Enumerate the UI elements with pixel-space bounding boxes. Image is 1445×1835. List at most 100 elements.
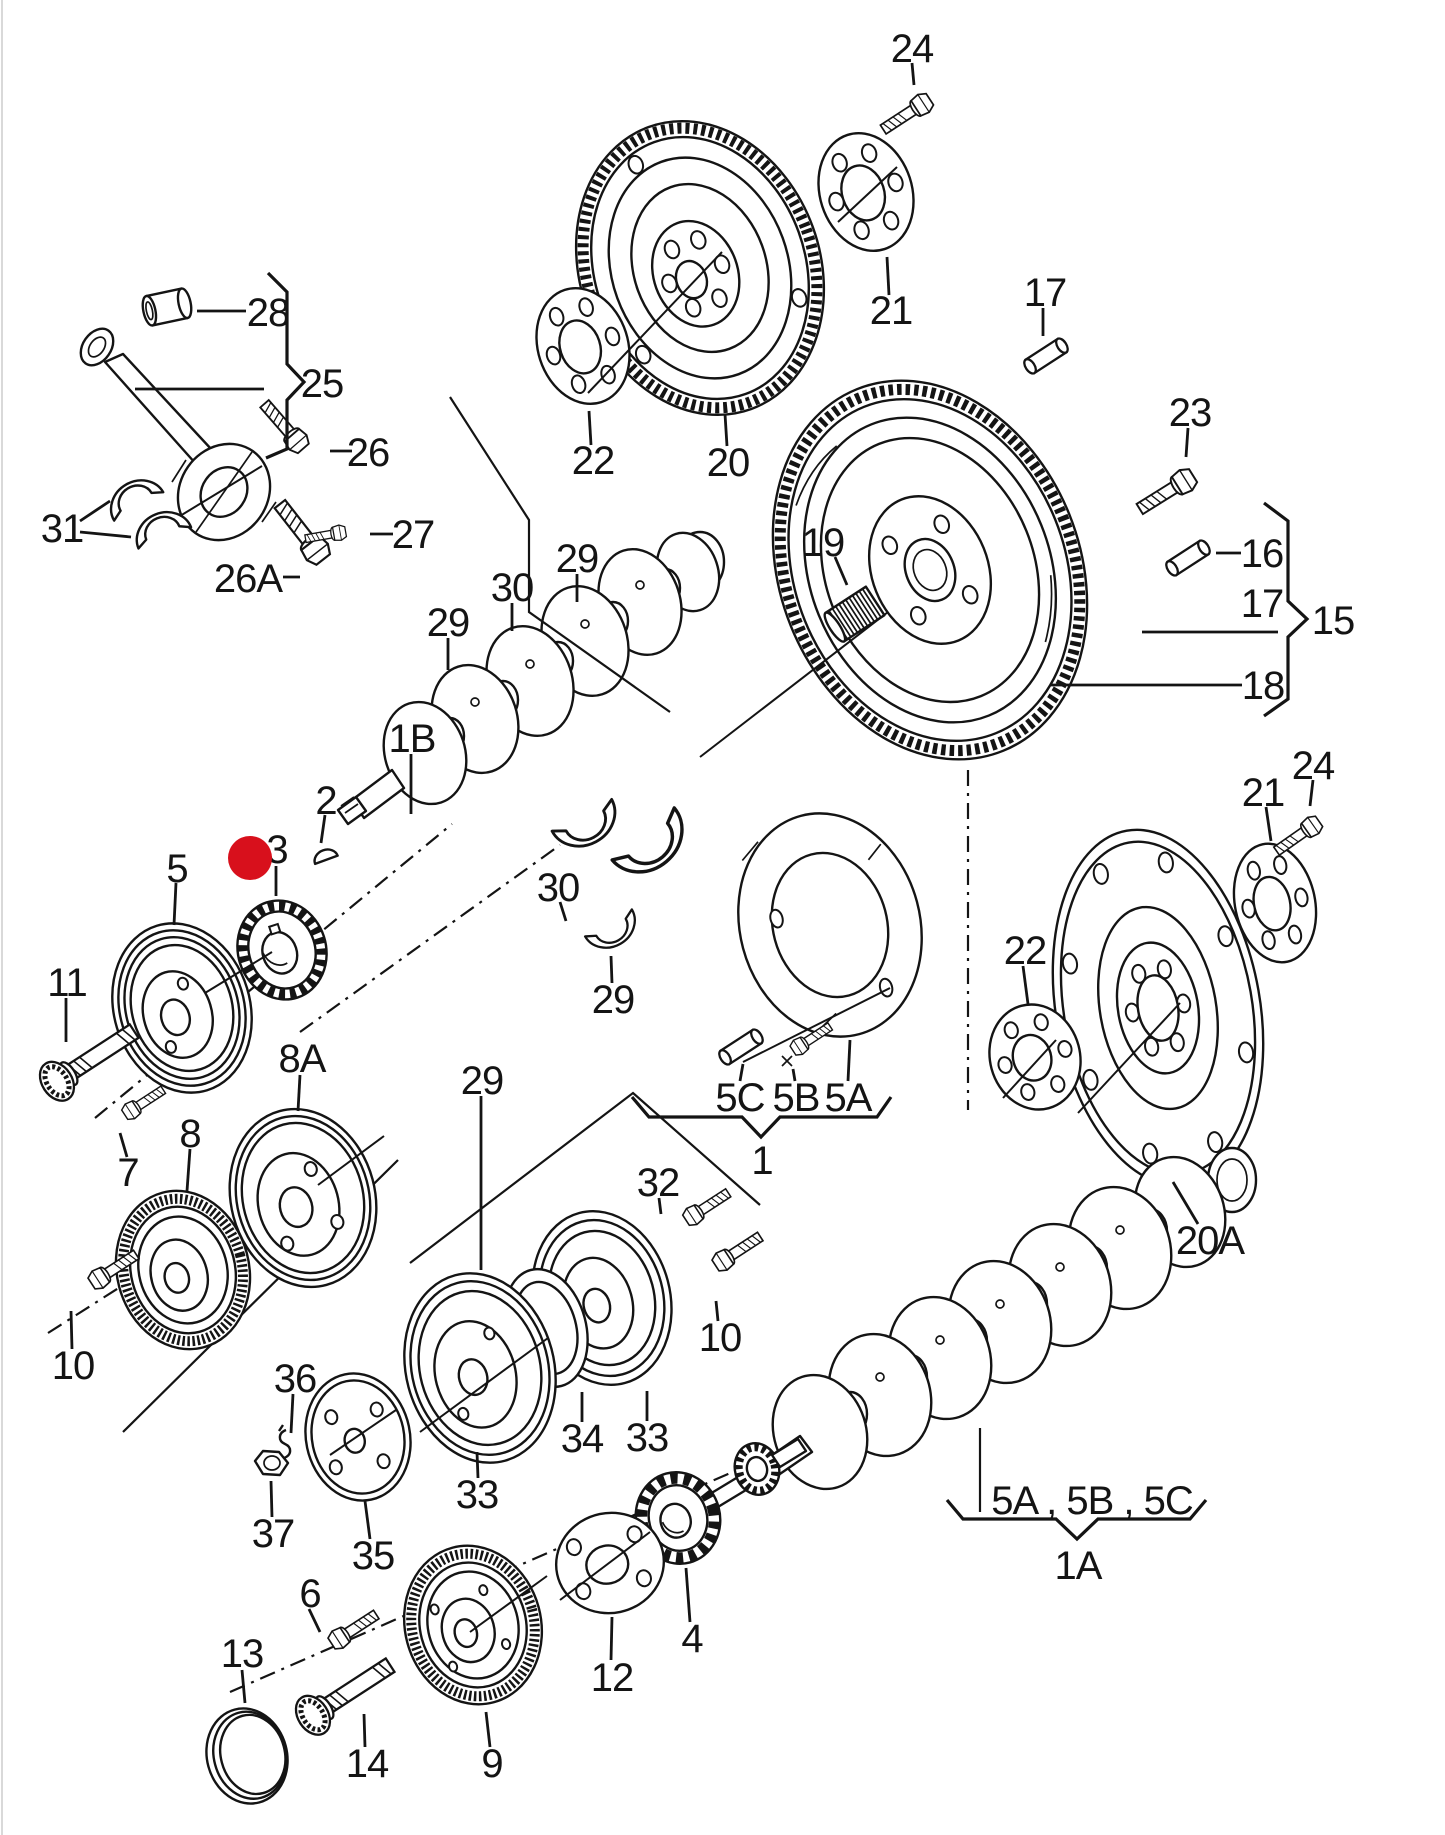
part-pointer-line-2: [699, 611, 889, 758]
callout-5C[interactable]: 5C: [715, 1076, 765, 1120]
callout-7[interactable]: 7: [117, 1151, 139, 1195]
callout-26[interactable]: 26: [347, 431, 391, 475]
callout-11[interactable]: 11: [47, 961, 88, 1005]
leader-5: [172, 882, 178, 926]
leader-24top: [910, 62, 916, 86]
callout-31[interactable]: 31: [41, 507, 85, 551]
callout-22L[interactable]: 22: [572, 439, 616, 483]
callout-13[interactable]: 13: [221, 1632, 265, 1676]
part-pointer-line-12: [559, 1531, 651, 1601]
belt-pulley-5: [111, 922, 253, 1094]
callout-19[interactable]: 19: [802, 521, 846, 565]
callout-20[interactable]: 20: [707, 441, 751, 485]
highlight-dot[interactable]: [228, 836, 272, 880]
cover-cap-13: [205, 1707, 289, 1805]
callout-33L[interactable]: 33: [456, 1473, 500, 1517]
callout-34[interactable]: 34: [561, 1417, 605, 1461]
callout-29c[interactable]: 29: [592, 978, 636, 1022]
callout-24top[interactable]: 24: [891, 27, 935, 71]
part-pointer-line-0: [587, 251, 723, 394]
callout-5[interactable]: 5: [166, 847, 188, 891]
stud-32: [680, 1184, 735, 1229]
callout-17top[interactable]: 17: [1024, 271, 1068, 315]
callout-5A[interactable]: 5A: [825, 1076, 874, 1120]
callout-24R[interactable]: 24: [1292, 744, 1336, 788]
callout-36[interactable]: 36: [274, 1357, 318, 1401]
leader-8: [185, 1148, 192, 1192]
callout-1[interactable]: 1: [751, 1139, 773, 1183]
callout-37[interactable]: 37: [252, 1512, 296, 1556]
leader-20: [723, 413, 729, 447]
callout-10L[interactable]: 10: [52, 1344, 96, 1388]
callout-16[interactable]: 16: [1241, 532, 1285, 576]
bolt-24-top: [876, 89, 937, 140]
phillips-mark-5b: [781, 1055, 793, 1067]
callout-20A[interactable]: 20A: [1176, 1219, 1246, 1263]
flange-21-right: [1232, 842, 1318, 964]
leader-12: [609, 1616, 614, 1661]
center-bolt-11: [33, 1014, 146, 1108]
callout-21top[interactable]: 21: [870, 289, 914, 333]
bracket-1A: [945, 1498, 1208, 1542]
callout-23[interactable]: 23: [1169, 391, 1213, 435]
crankshaft-1a: [760, 1146, 1258, 1491]
part-pointer-line-7: [317, 1135, 385, 1186]
timing-gear-3: [236, 899, 328, 1001]
leader-32: [657, 1197, 663, 1215]
callout-33R[interactable]: 33: [626, 1416, 670, 1460]
callout-29a[interactable]: 29: [427, 601, 471, 645]
callout-21R[interactable]: 21: [1242, 771, 1286, 815]
pulley-9: [402, 1544, 544, 1706]
bolt-14: [289, 1648, 402, 1742]
leader-21R: [1264, 806, 1273, 842]
callout-1A[interactable]: 1A: [1055, 1544, 1104, 1588]
leader-19: [833, 556, 849, 586]
leader-31: [79, 499, 111, 523]
callout-28[interactable]: 28: [247, 291, 291, 335]
leader2-31: [79, 530, 132, 539]
pulley-8a: [228, 1107, 378, 1289]
callout-8A[interactable]: 8A: [279, 1037, 328, 1081]
callout-6[interactable]: 6: [299, 1572, 321, 1616]
crankshaft-1b: [336, 530, 726, 826]
bolt-7: [119, 1081, 169, 1123]
callout-18[interactable]: 18: [1242, 664, 1286, 708]
callout-29d[interactable]: 29: [461, 1059, 505, 1103]
callout-15[interactable]: 15: [1312, 599, 1356, 643]
callout-27[interactable]: 27: [392, 513, 436, 557]
callout-5ABC[interactable]: 5A , 5B , 5C: [991, 1479, 1194, 1523]
flange-21-top: [817, 131, 915, 253]
callout-1B[interactable]: 1B: [389, 717, 437, 761]
callout-4[interactable]: 4: [681, 1617, 704, 1661]
callout-30a[interactable]: 30: [491, 566, 535, 610]
part-pointer-line-1: [837, 166, 898, 223]
leader-8A: [296, 1074, 302, 1112]
callout-17mid[interactable]: 17: [1241, 582, 1285, 626]
callout-32[interactable]: 32: [637, 1161, 681, 1205]
callout-2[interactable]: 2: [315, 779, 337, 823]
leader-37: [269, 1480, 274, 1518]
callout-30b[interactable]: 30: [537, 866, 581, 910]
leader-21top: [885, 256, 891, 296]
bracket-1: [630, 1095, 893, 1140]
piston-pin-bushing-28: [141, 287, 193, 327]
callout-3[interactable]: 3: [266, 828, 288, 872]
dowel-pin-5c: [715, 1026, 767, 1068]
callout-22R[interactable]: 22: [1004, 929, 1048, 973]
callout-9[interactable]: 9: [481, 1742, 503, 1786]
leader-24R: [1308, 779, 1315, 807]
callout-35[interactable]: 35: [352, 1534, 396, 1578]
callout-8[interactable]: 8: [179, 1112, 201, 1156]
callout-26A[interactable]: 26A: [214, 557, 284, 601]
callout-14[interactable]: 14: [346, 1742, 390, 1786]
leader-7: [118, 1132, 129, 1158]
callout-25[interactable]: 25: [301, 362, 345, 406]
reference-line-0: [449, 396, 671, 713]
part-pointer-line-6: [204, 951, 273, 994]
callout-5B[interactable]: 5B: [773, 1076, 821, 1120]
callout-12[interactable]: 12: [591, 1656, 635, 1700]
callout-10R[interactable]: 10: [699, 1316, 743, 1360]
callout-29b[interactable]: 29: [556, 537, 600, 581]
part-pointer-line-3: [742, 987, 891, 1063]
